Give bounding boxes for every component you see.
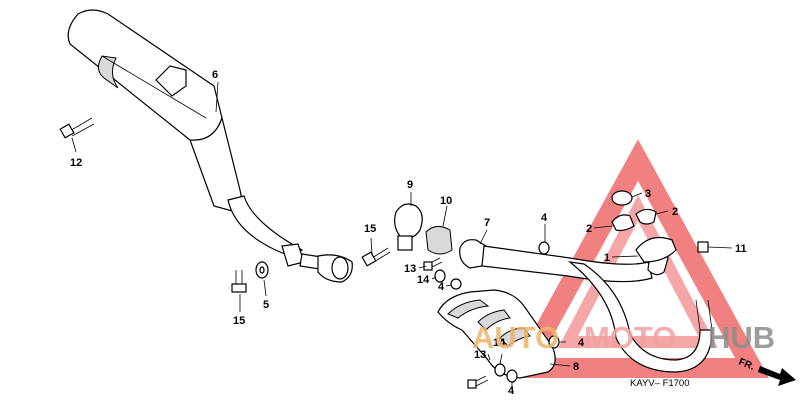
- nut-11: [697, 241, 709, 253]
- nut-4-guard: [548, 335, 560, 349]
- leader-6: [215, 81, 219, 113]
- muffler-outlet-opening: [331, 256, 349, 280]
- watermark-auto: AUTO: [472, 320, 559, 355]
- front-arrow-icon: [758, 366, 796, 386]
- leader-14-center: [431, 276, 437, 280]
- callout-9: 9: [407, 179, 413, 191]
- bolt-12-head: [59, 123, 75, 139]
- clamp-9: [394, 203, 423, 251]
- leader-5: [263, 279, 267, 297]
- watermark-hub: HUB: [708, 320, 775, 355]
- washer-14-center: [434, 269, 446, 283]
- clamp-9-band: [394, 203, 423, 239]
- callout-4-upper: 4: [541, 212, 548, 224]
- nut-4-center: [450, 278, 462, 290]
- clamp-9-lug: [397, 235, 413, 251]
- bolt-15-left: [231, 270, 247, 293]
- callout-13-center: 13: [404, 263, 416, 275]
- collar-2-right: [635, 208, 657, 225]
- bolt-15-left-shank: [235, 270, 243, 286]
- callout-10: 10: [440, 195, 452, 207]
- callout-12: 12: [70, 157, 82, 169]
- leader-1: [611, 255, 639, 258]
- heat-guard-slot-2: [477, 309, 511, 331]
- washer-14-bottom: [494, 363, 506, 377]
- callout-5: 5: [263, 299, 269, 311]
- leader-13-center: [418, 265, 427, 269]
- heat-guard-slot-1: [447, 299, 490, 319]
- leader-12: [71, 137, 77, 153]
- callout-4-bottom: 4: [508, 385, 515, 397]
- hardware-center: [423, 257, 462, 290]
- callout-4-right: 4: [578, 337, 585, 349]
- callout-7: 7: [484, 217, 490, 229]
- heat-guard-8: [437, 289, 556, 379]
- joint-flange-1: [635, 237, 677, 263]
- bolt-13-bottom-head: [467, 379, 477, 389]
- callout-3: 3: [645, 188, 651, 200]
- nut-4-bottom: [506, 369, 518, 383]
- leader-lines: [71, 81, 733, 390]
- washer-5: [255, 261, 269, 279]
- muffler-assembly: [67, 9, 353, 283]
- leader-3: [631, 192, 643, 198]
- gasket-3: [611, 190, 633, 206]
- leader-10: [442, 205, 448, 227]
- callout-11: 11: [735, 243, 747, 255]
- callout-4-center: 4: [438, 281, 445, 293]
- diagram-code: KAYV– F1700: [630, 378, 690, 389]
- callout-14-bottom: 14: [493, 337, 506, 349]
- callout-2-left: 2: [586, 223, 592, 235]
- bolt-15-left-head: [231, 283, 247, 293]
- callout-13-bottom: 13: [474, 349, 486, 361]
- callout-6: 6: [212, 69, 218, 81]
- bolt-15-center-head: [361, 251, 377, 267]
- nut-4-upper: [538, 241, 550, 255]
- muffler-pipe: [227, 195, 304, 257]
- bolt-15-center: [361, 247, 391, 267]
- leader-8: [549, 363, 571, 367]
- callout-15-left: 15: [233, 315, 245, 327]
- leader-4-center: [445, 284, 453, 287]
- bolt-13-center-head: [423, 261, 433, 271]
- muffler-bracket: [155, 65, 187, 97]
- callout-1: 1: [604, 252, 610, 264]
- callout-2-right: 2: [672, 206, 678, 218]
- callout-8: 8: [573, 361, 579, 373]
- heat-guard-slot-3: [499, 327, 531, 347]
- muffler-body: [67, 9, 223, 141]
- muffler-band: [98, 55, 119, 89]
- leader-2: [593, 210, 669, 229]
- leader-bottom: [487, 341, 566, 390]
- leader-11: [707, 246, 733, 249]
- leader-7: [479, 229, 488, 245]
- callout-labels: 6 12 15 5 15 9 10 13 14 4 7 4 3 2 2 1 11…: [70, 69, 747, 397]
- pipe-rear-leg: [695, 299, 713, 331]
- watermark-moto: MOTO: [584, 320, 676, 355]
- washer-5-hole: [259, 266, 265, 274]
- bolt-12: [59, 117, 95, 139]
- callout-15-center: 15: [364, 223, 376, 235]
- gasket-10-body: [425, 226, 453, 255]
- joint-parts: [611, 190, 709, 263]
- pipe-upper-run: [481, 245, 653, 283]
- hardware-bottom: [467, 335, 560, 389]
- callout-14-center: 14: [417, 274, 430, 286]
- leader-15-center: [370, 237, 373, 255]
- muffler-seam: [101, 55, 207, 119]
- gasket-10: [425, 226, 453, 255]
- watermark-text: AUTO MOTO HUB: [472, 320, 775, 355]
- collar-2-left: [611, 214, 635, 232]
- bolt-15-center-shank: [371, 247, 391, 263]
